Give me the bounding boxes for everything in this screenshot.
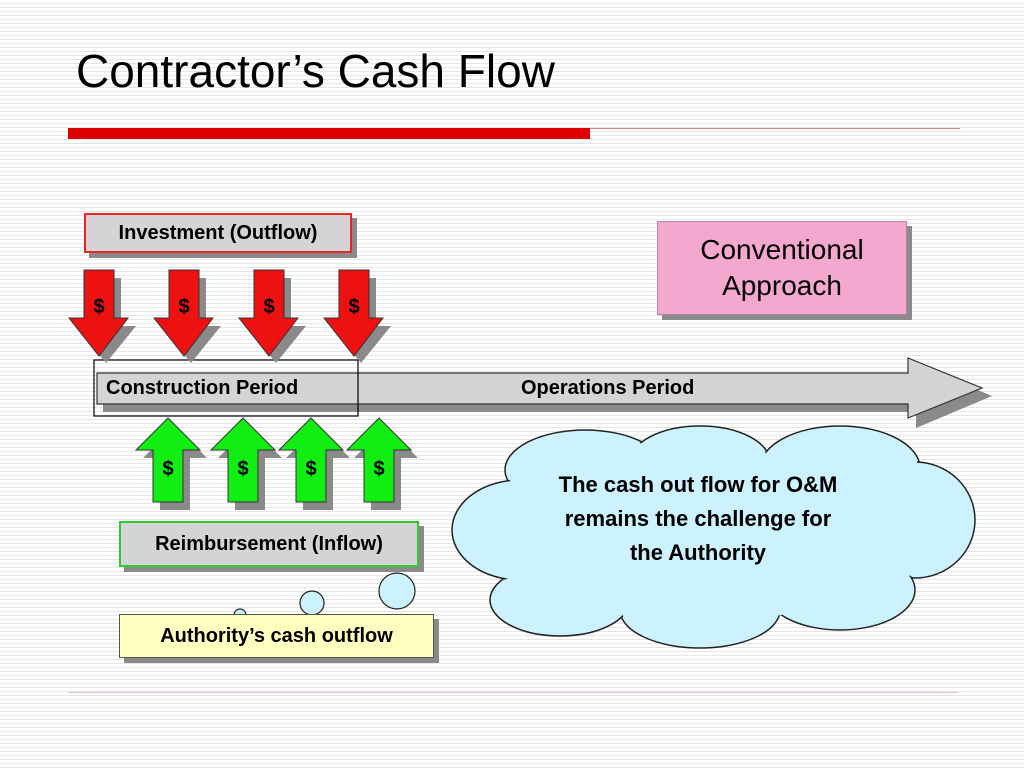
thought-bubble-large [378, 572, 416, 610]
construction-period-box [93, 359, 359, 417]
outflow-dollar-label: $ [93, 296, 105, 318]
inflow-dollar-label: $ [237, 458, 249, 480]
investment-outflow-label: Investment (Outflow) [118, 221, 318, 244]
inflow-arrow [209, 417, 282, 510]
conventional-approach-line1: Conventional [700, 234, 864, 265]
authority-cash-outflow-label: Authority’s cash outflow [160, 624, 393, 647]
outflow-arrow [237, 269, 306, 363]
footer-rule [68, 692, 958, 693]
construction-period-label: Construction Period [106, 377, 299, 399]
outflow-arrow [152, 269, 221, 363]
inflow-arrow [134, 417, 207, 510]
inflow-dollar-label: $ [162, 458, 174, 480]
inflow-arrows [134, 417, 418, 510]
outflow-dollar-label: $ [178, 296, 190, 318]
conventional-approach-box: Conventional Approach [657, 221, 907, 315]
outflow-dollar-label: $ [348, 296, 360, 318]
conventional-approach-line2: Approach [722, 270, 842, 301]
inflow-arrow [345, 417, 418, 510]
cloud-callout-text: The cash out flow for O&M remains the ch… [558, 472, 838, 565]
title-underline-rule [590, 128, 960, 129]
inflow-arrow [277, 417, 350, 510]
inflow-dollar-label: $ [305, 458, 317, 480]
investment-outflow-box: Investment (Outflow) [84, 213, 352, 253]
slide-title: Contractor’s Cash Flow [76, 45, 555, 97]
inflow-dollar-label: $ [373, 458, 385, 480]
operations-period-label: Operations Period [521, 377, 695, 399]
outflow-arrows [67, 269, 391, 363]
title-underline-accent [68, 128, 590, 139]
outflow-arrow [67, 269, 136, 363]
outflow-dollar-label: $ [263, 296, 275, 318]
cloud-callout [451, 425, 976, 649]
authority-cash-outflow-box: Authority’s cash outflow [119, 614, 434, 658]
thought-bubble-medium [299, 590, 325, 616]
reimbursement-inflow-label: Reimbursement (Inflow) [155, 532, 383, 555]
timeline-arrow [96, 357, 984, 419]
reimbursement-inflow-box: Reimbursement (Inflow) [119, 521, 419, 567]
outflow-arrow [322, 269, 391, 363]
